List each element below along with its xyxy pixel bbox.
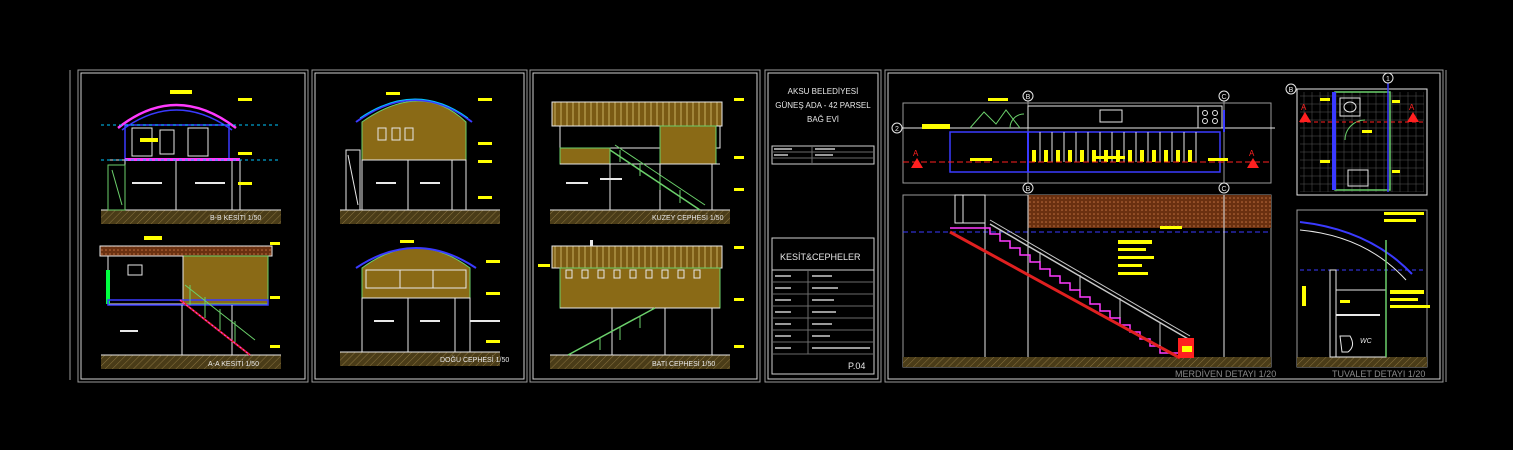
elevation-view-side-bottom: BATI CEPHESİ 1/50 — [538, 240, 744, 369]
stair-section-view: MERDİVEN DETAYI 1/20 — [902, 194, 1276, 379]
grid-bubble-b-toilet: B — [1285, 83, 1297, 95]
elevation-view-side-top: KUZEY CEPHESİ 1/50 — [550, 98, 744, 224]
grid-bubble-b-top: B — [1022, 90, 1034, 102]
svg-text:A-A KESİTİ 1/50: A-A KESİTİ 1/50 — [208, 359, 259, 368]
toilet-section-marker-right: A — [1407, 103, 1419, 122]
toilet-plan-view — [1296, 82, 1428, 196]
section-marker-left: A — [911, 149, 923, 168]
svg-text:B-B KESİTİ 1/50: B-B KESİTİ 1/50 — [210, 213, 261, 222]
svg-text:2: 2 — [895, 126, 899, 133]
merdiven-detail-label: MERDİVEN DETAYI 1/20 — [1175, 369, 1276, 379]
sheet-section-1[interactable]: B-B KESİTİ 1/50 A-A KESİ — [77, 69, 309, 383]
svg-text:1: 1 — [1386, 76, 1390, 83]
svg-text:B: B — [1026, 186, 1031, 193]
sheet-details[interactable]: A A B C 2 B C — [884, 69, 1444, 383]
section-view-bottom: A-A KESİTİ 1/50 — [99, 236, 281, 369]
section-marker-right: A — [1247, 149, 1259, 168]
title-heading-line-3: BAĞ EVİ — [807, 115, 839, 124]
svg-text:DOĞU CEPHESİ 1/50: DOĞU CEPHESİ 1/50 — [440, 355, 509, 364]
svg-text:C: C — [1221, 94, 1226, 101]
svg-text:B: B — [1026, 94, 1031, 101]
grid-bubble-2-left: 2 — [891, 122, 903, 134]
svg-text:A: A — [913, 149, 919, 158]
stair-plan-view — [900, 98, 1275, 184]
toilet-section-view: WC TUVALET DETAYI 1/20 — [1296, 209, 1430, 379]
wc-label: WC — [1360, 338, 1373, 345]
svg-text:C: C — [1221, 186, 1226, 193]
sheet-elevation-1[interactable]: DOĞU CEPHESİ 1/50 — [311, 69, 528, 383]
sheet-elevation-2[interactable]: KUZEY CEPHESİ 1/50 — [529, 69, 761, 383]
section-view-top: B-B KESİTİ 1/50 — [101, 90, 281, 224]
tuvalet-detail-label: TUVALET DETAYI 1/20 — [1332, 369, 1425, 379]
svg-text:KUZEY CEPHESİ 1/50: KUZEY CEPHESİ 1/50 — [652, 213, 724, 222]
grid-bubble-c-top: C — [1218, 90, 1230, 102]
svg-text:A: A — [1249, 149, 1255, 158]
grid-bubble-1-toilet: 1 — [1382, 72, 1394, 84]
title-block[interactable]: AKSU BELEDİYESİ GÜNEŞ ADA - 42 PARSEL BA… — [764, 69, 882, 383]
title-heading-line-2: GÜNEŞ ADA - 42 PARSEL — [775, 101, 871, 110]
elevation-view-top — [340, 92, 500, 224]
elevation-view-bottom: DOĞU CEPHESİ 1/50 — [340, 240, 509, 366]
sheet-title: KESİT&CEPHELER — [780, 252, 861, 262]
svg-text:A: A — [1301, 103, 1307, 112]
sheet-number: P.04 — [848, 361, 865, 371]
title-block-table — [772, 270, 874, 355]
toilet-section-marker-left: A — [1299, 103, 1311, 122]
svg-text:A: A — [1409, 103, 1415, 112]
svg-text:B: B — [1289, 87, 1294, 94]
title-heading-line-1: AKSU BELEDİYESİ — [788, 87, 859, 96]
svg-text:BATI CEPHESİ 1/50: BATI CEPHESİ 1/50 — [652, 359, 715, 368]
grid-bubble-c-mid: C — [1218, 182, 1230, 194]
grid-bubble-b-mid: B — [1022, 182, 1034, 194]
